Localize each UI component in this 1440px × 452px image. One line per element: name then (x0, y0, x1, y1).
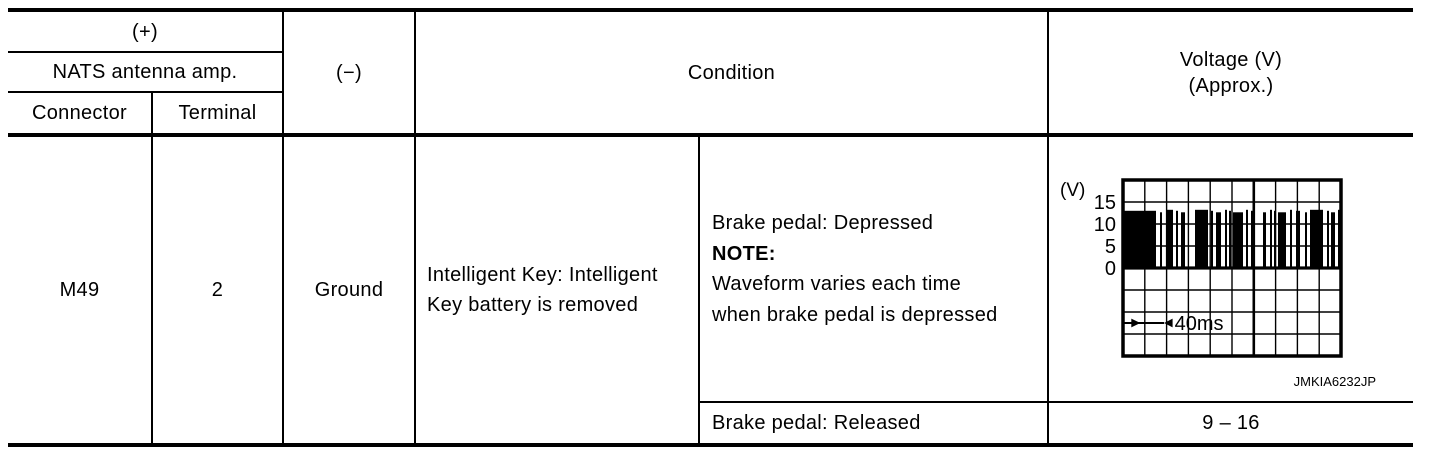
header-plus: (+) (132, 20, 158, 43)
divider-condition-voltage (1047, 12, 1049, 443)
subcondition-1-note-label: NOTE: (712, 242, 776, 265)
cell-subcondition-2: Brake pedal: Released (712, 412, 921, 434)
cell-voltage-value-2: 9 – 16 (1202, 412, 1260, 434)
main-condition-lines: Intelligent Key: Intelligent Key battery… (427, 260, 658, 320)
header-condition: Condition (687, 61, 776, 84)
svg-text:10: 10 (1094, 214, 1116, 236)
table-rule-bottom (8, 443, 1413, 447)
subcondition-1-text: Brake pedal: Depressed (712, 212, 934, 234)
header-voltage-line2: (Approx.) (1188, 74, 1274, 97)
line-below-group-label (8, 91, 284, 93)
cell-subcondition-1: Brake pedal: Depressed NOTE: Waveform va… (700, 137, 1059, 409)
table-rule-top (8, 8, 1413, 12)
cell-minus-value: Ground (314, 279, 384, 301)
divider-connector-terminal (151, 93, 153, 443)
svg-text:(V): (V) (1060, 180, 1085, 201)
divider-terminal-minus (282, 12, 284, 443)
cell-connector-value: M49 (59, 279, 100, 301)
header-group-label: NATS antenna amp. (52, 61, 238, 83)
subcondition-1-note-line2: when brake pedal is depressed (712, 303, 998, 326)
table-rule-header-bottom (8, 133, 1413, 137)
cell-main-condition: Intelligent Key: Intelligent Key battery… (416, 137, 709, 443)
svg-text:JMKIA6232JP: JMKIA6232JP (1294, 374, 1376, 389)
svg-text:5: 5 (1105, 236, 1116, 258)
subcondition-1-note-line1: Waveform varies each time (712, 273, 962, 295)
divider-condition-split (698, 137, 700, 443)
svg-text:40ms: 40ms (1175, 313, 1224, 335)
cell-terminal-value: 2 (211, 279, 224, 301)
header-voltage: Voltage (V) (Approx.) (1049, 12, 1413, 133)
header-connector: Connector (32, 102, 127, 124)
divider-minus-condition (414, 12, 416, 443)
svg-text:0: 0 (1105, 258, 1116, 280)
line-subrow-divider (698, 401, 1413, 403)
subcondition-1-lines: Brake pedal: Depressed NOTE: Waveform va… (712, 208, 998, 330)
header-terminal: Terminal (178, 102, 257, 124)
svg-text:15: 15 (1094, 192, 1116, 214)
main-condition-line1: Intelligent Key: Intelligent (427, 264, 658, 286)
header-minus: (−) (336, 61, 362, 84)
line-below-plus (8, 51, 284, 53)
header-voltage-lines: Voltage (V) (Approx.) (1180, 47, 1282, 99)
main-condition-line2: Key battery is removed (427, 294, 639, 316)
header-voltage-line1: Voltage (V) (1179, 48, 1283, 71)
